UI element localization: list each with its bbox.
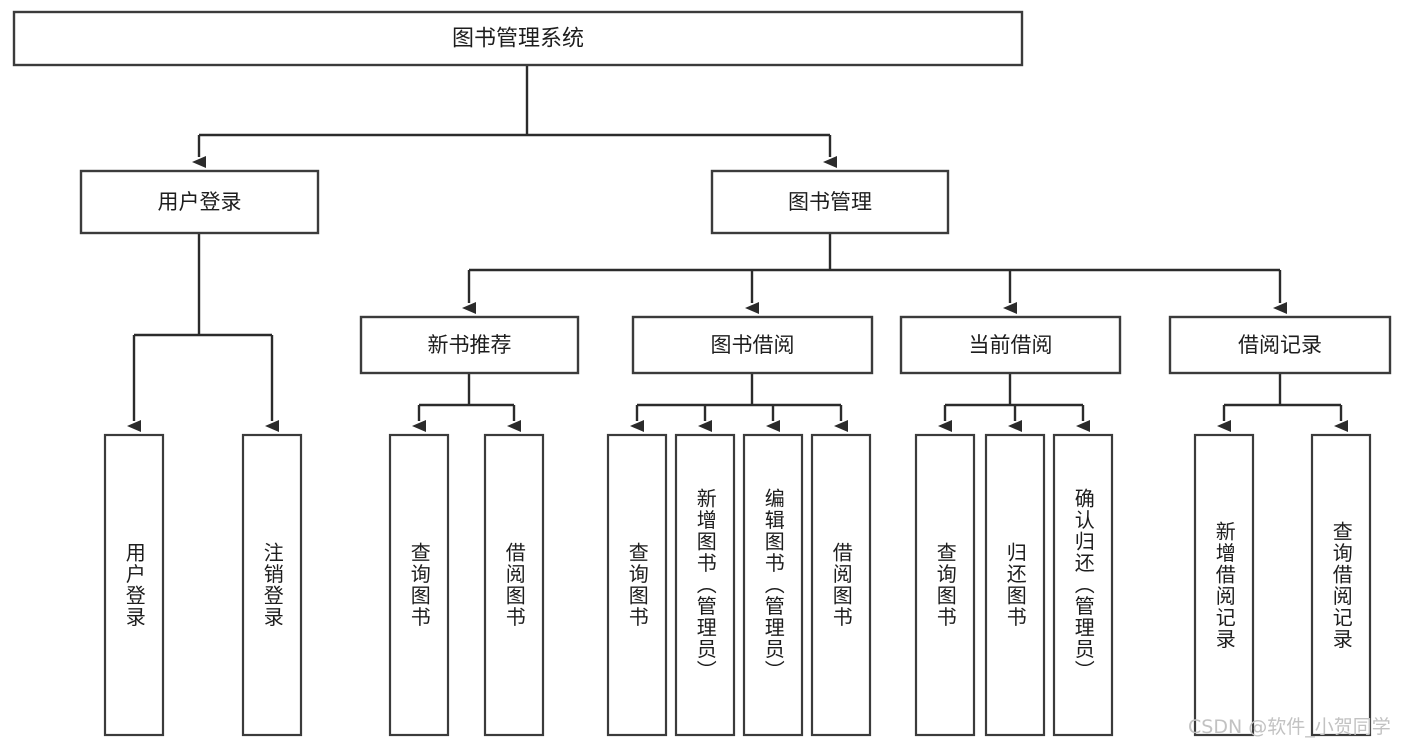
leaf-box-leaf-add-record[interactable] — [1193, 433, 1255, 737]
node-label-book-management: 图书管理 — [788, 190, 872, 214]
node-box-new-book-recommend[interactable] — [359, 315, 580, 375]
leaf-box-leaf-query-record[interactable] — [1310, 433, 1372, 737]
leaf-box-leaf-user-login[interactable] — [103, 433, 165, 737]
node-label-user-login: 用户登录 — [158, 190, 242, 214]
leaf-box-leaf-query-book-2[interactable] — [606, 433, 668, 737]
node-label-book-borrow: 图书借阅 — [711, 333, 795, 357]
node-box-user-login[interactable] — [79, 169, 320, 235]
node-label-new-book-recommend: 新书推荐 — [428, 333, 512, 357]
node-box-borrow-record[interactable] — [1168, 315, 1392, 375]
box-layer — [12, 10, 1392, 737]
connector-layer — [127, 65, 1348, 432]
leaf-box-leaf-query-book-3[interactable] — [914, 433, 976, 737]
node-box-current-borrow[interactable] — [899, 315, 1122, 375]
watermark: CSDN @软件_小贺同学 — [1188, 716, 1391, 738]
leaf-box-leaf-edit-book[interactable] — [742, 433, 804, 737]
node-label-borrow-record: 借阅记录 — [1238, 333, 1322, 357]
leaf-box-leaf-borrow-book-1[interactable] — [483, 433, 545, 737]
leaf-box-leaf-logout-login[interactable] — [241, 433, 303, 737]
leaf-box-leaf-confirm-return[interactable] — [1052, 433, 1114, 737]
node-box-book-management[interactable] — [710, 169, 950, 235]
node-label-current-borrow: 当前借阅 — [969, 333, 1053, 357]
root-node-label: 图书管理系统 — [452, 27, 584, 52]
leaf-box-leaf-add-book[interactable] — [674, 433, 736, 737]
leaf-box-leaf-return-book[interactable] — [984, 433, 1046, 737]
leaf-box-leaf-query-book-1[interactable] — [388, 433, 450, 737]
leaf-box-leaf-borrow-book-2[interactable] — [810, 433, 872, 737]
node-box-book-borrow[interactable] — [631, 315, 874, 375]
root-node-box[interactable] — [12, 10, 1024, 67]
